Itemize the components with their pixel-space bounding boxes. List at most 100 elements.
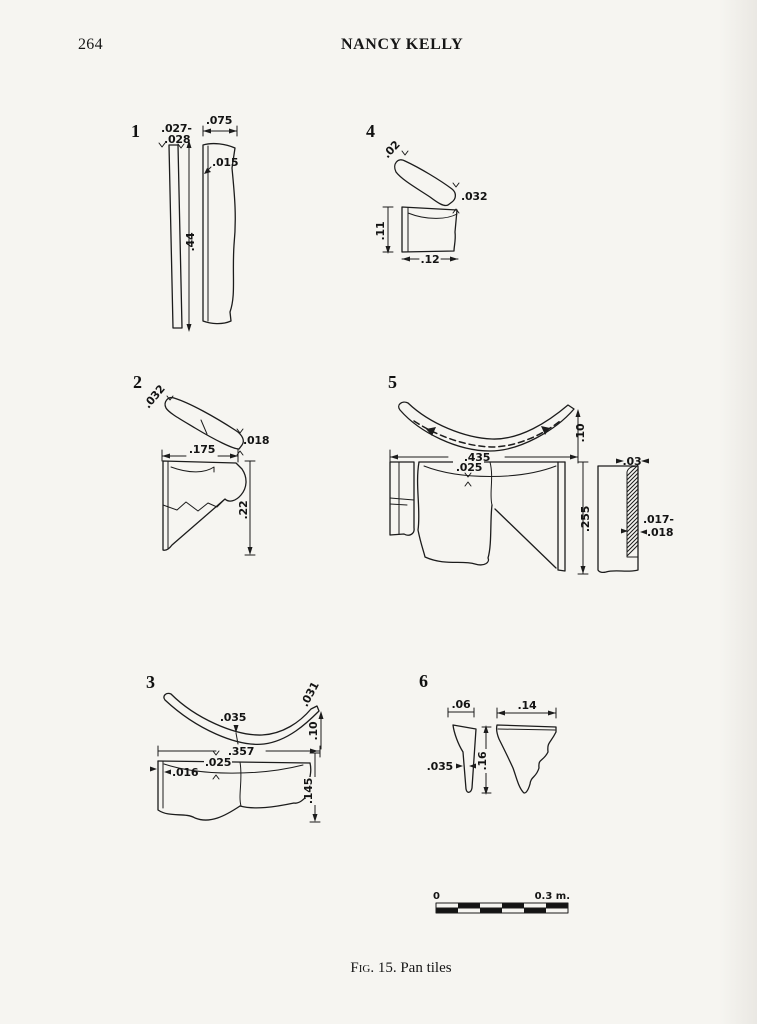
arrowhead: [402, 256, 410, 262]
fig4-width-label: .12: [421, 253, 440, 266]
dim-line: [389, 448, 579, 464]
figure-4-drawing: 4 .02 .032 .11 .12: [366, 121, 488, 266]
fig1-thickness-label-a: .027-: [161, 122, 192, 135]
arrowhead: [640, 529, 647, 535]
tile-fragment-outline: [157, 760, 241, 821]
arrowhead: [318, 711, 324, 719]
dim-line: [161, 448, 239, 463]
break-line: [494, 508, 557, 569]
tile-top-edge: [157, 760, 311, 764]
fig5-height-label: .255: [579, 506, 592, 532]
tile-fragment-outline: [495, 724, 557, 794]
fig4-number: 4: [366, 121, 375, 141]
fig3-curve-depth-label: .10: [307, 721, 320, 740]
arrowhead: [390, 454, 398, 460]
arrowhead: [203, 128, 211, 134]
fig3-edge-thickness-label: .016: [172, 766, 199, 779]
tick-chevrons: [452, 182, 460, 214]
arrowhead: [483, 725, 489, 733]
figure-1-drawing: 1 .027- .028 .075 .44 .015: [131, 114, 239, 332]
tile-edge-line: [497, 728, 556, 731]
fig5-curve-depth-label: .10: [574, 423, 587, 442]
fig6-width-right-label: .14: [518, 699, 537, 712]
scale-segment: [546, 903, 568, 908]
fig3-width-label: .357: [228, 745, 254, 758]
figure-6-drawing: 6 .06 .035 .16 .14: [419, 671, 557, 795]
tick-chevrons: [158, 142, 185, 149]
fig2-thickness-left-label: .032: [141, 382, 168, 411]
arrowhead: [233, 725, 239, 733]
arrowhead: [456, 763, 463, 769]
fig2-width-label: .175: [189, 443, 215, 456]
fig6-number: 6: [419, 671, 428, 691]
arrowhead: [385, 246, 391, 254]
dim-line: [157, 745, 321, 758]
dim-line: [447, 707, 475, 718]
fig1-edge-thickness-label: .015: [212, 156, 238, 169]
label-backing: [204, 757, 232, 767]
arrowhead: [641, 458, 649, 464]
arrowhead: [548, 710, 556, 716]
scale-segment: [436, 908, 458, 913]
arrowhead: [229, 128, 237, 134]
tile-surface-line: [170, 466, 215, 473]
label-backing: [305, 777, 318, 805]
fig6-width-left-label: .06: [452, 698, 471, 711]
arrowhead: [150, 766, 157, 772]
arrowhead: [621, 528, 628, 534]
fig3-number: 3: [146, 672, 155, 692]
fig2-height-label: .22: [237, 501, 250, 520]
tick-chevrons: [212, 750, 220, 780]
fig6-thickness-label: .035: [427, 760, 453, 773]
arrowhead: [575, 409, 581, 417]
fig3-center-thickness-label: .025: [205, 756, 231, 769]
break-line: [239, 761, 242, 807]
hatch-lines: [626, 464, 639, 557]
arrowhead: [616, 458, 624, 464]
fig2-number: 2: [133, 372, 142, 392]
scale-segment: [502, 903, 524, 908]
label-backing: [479, 749, 492, 773]
break-line: [162, 499, 225, 512]
arrowhead: [186, 140, 192, 148]
break-line: [235, 732, 239, 745]
tile-fragment-outline: [162, 460, 247, 551]
arrowhead: [247, 547, 253, 555]
arrowhead: [204, 168, 211, 174]
tile-fragment-outline: [401, 206, 458, 253]
scale-end-label: 0.3 m.: [535, 891, 570, 902]
scale-bar-frame: [435, 902, 569, 914]
fig5-number: 5: [388, 372, 397, 392]
tile-section-curved: [164, 396, 244, 450]
break-line: [200, 419, 208, 435]
arrowhead: [310, 748, 318, 754]
fig5-center-thickness-label: .025: [456, 461, 482, 474]
scale-segment: [480, 908, 502, 913]
tile-flange-outline: [597, 465, 639, 574]
figure-caption: Fig. 15. Pan tiles: [45, 960, 757, 977]
scale-segment: [458, 903, 480, 908]
tile-surface-line: [423, 465, 557, 477]
caption-fig-label: Fig. 15.: [350, 960, 397, 976]
fig1-length-label: .44: [184, 232, 197, 251]
fig3-thickness-right-label: .031: [298, 680, 322, 709]
arrowhead: [469, 763, 476, 769]
arrowhead: [497, 710, 505, 716]
fig1-number: 1: [131, 121, 140, 141]
fig2-thickness-right-label: .018: [243, 434, 269, 447]
tile-surface-line: [163, 763, 304, 774]
arrowhead: [162, 453, 170, 459]
arrowhead: [450, 256, 458, 262]
arrowhead: [426, 427, 436, 436]
fig4-thickness-left-label: .02: [380, 138, 402, 161]
page-number: 264: [78, 36, 103, 53]
tile-centerline-dashed: [413, 420, 561, 448]
tile-fragment-outline: [239, 762, 312, 809]
fig4-height-label: .11: [374, 222, 387, 241]
break-line: [489, 461, 493, 506]
fig1-width-label: .075: [206, 114, 232, 127]
caption-title: Pan tiles: [396, 960, 452, 976]
tile-section-curved: [394, 159, 457, 207]
